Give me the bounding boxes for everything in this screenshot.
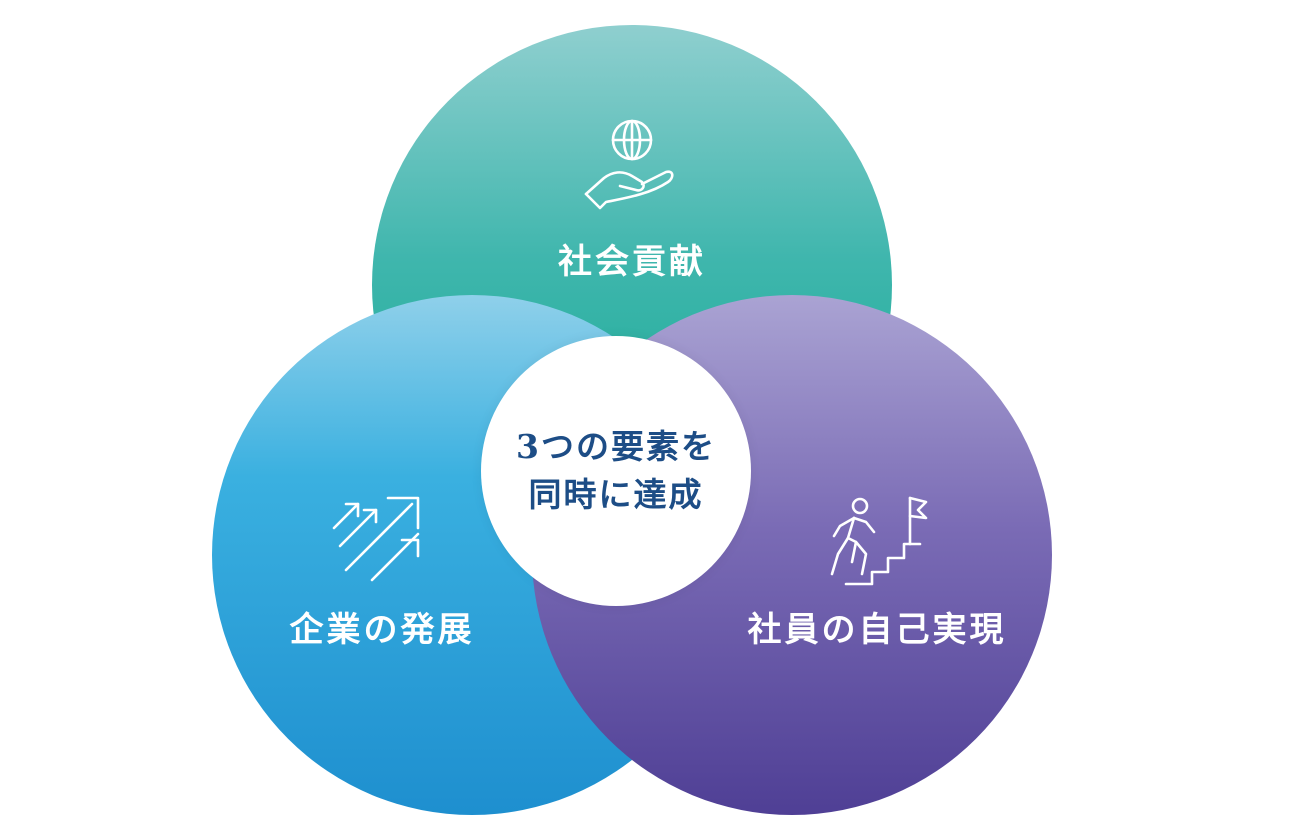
label-social-contribution: 社会貢献 xyxy=(558,242,706,282)
growth-arrows-icon xyxy=(328,484,432,588)
label-company-growth: 企業の発展 xyxy=(289,610,475,650)
center-text-line1: 3つの要素を xyxy=(516,427,716,466)
center-circle: 3つの要素を 同時に達成 xyxy=(481,336,751,606)
person-climbing-stairs-flag-icon xyxy=(826,492,930,588)
label-employee-self-realization: 社員の自己実現 xyxy=(747,610,1007,650)
center-text-line2: 同時に達成 xyxy=(528,475,704,514)
globe-in-hand-icon xyxy=(576,112,684,216)
